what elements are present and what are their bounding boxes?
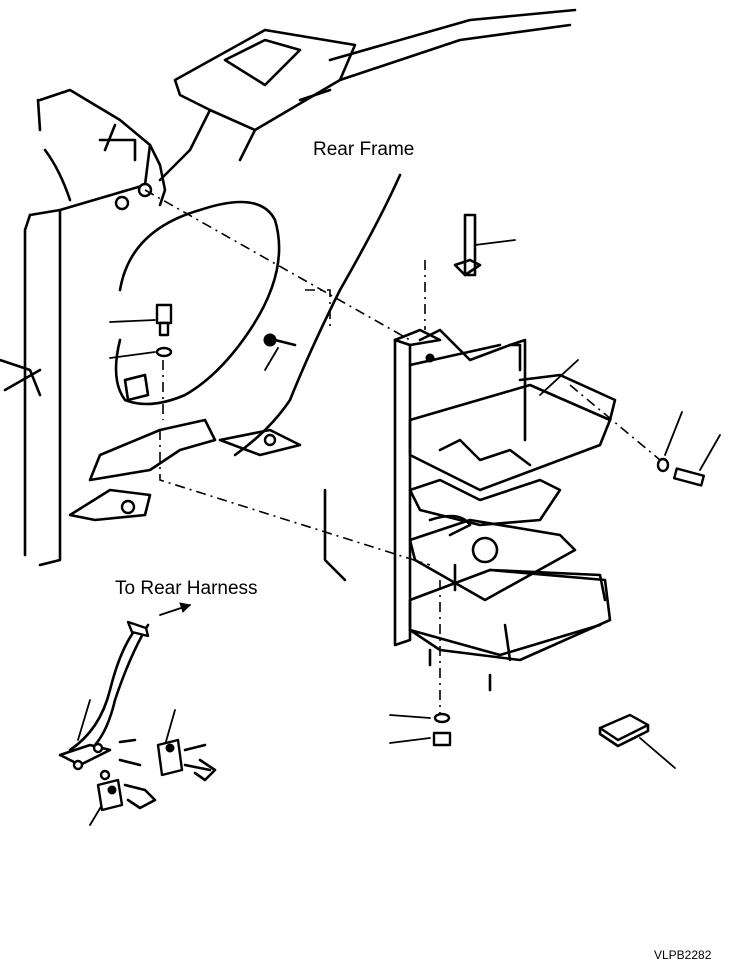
callout-leaders — [77, 319, 721, 826]
rear-frame-label: Rear Frame — [313, 139, 415, 160]
rear-frame — [0, 8, 577, 582]
drawing-code-label: VLPB2282 — [654, 948, 712, 962]
harness-assembly — [58, 602, 217, 812]
battery-bracket-assembly — [393, 328, 617, 692]
rear-harness-label: To Rear Harness — [115, 578, 258, 599]
upper-clip-bracket — [453, 213, 516, 277]
rubber-pad — [598, 713, 650, 748]
fasteners — [155, 303, 706, 747]
assembly-centerlines — [144, 189, 661, 715]
